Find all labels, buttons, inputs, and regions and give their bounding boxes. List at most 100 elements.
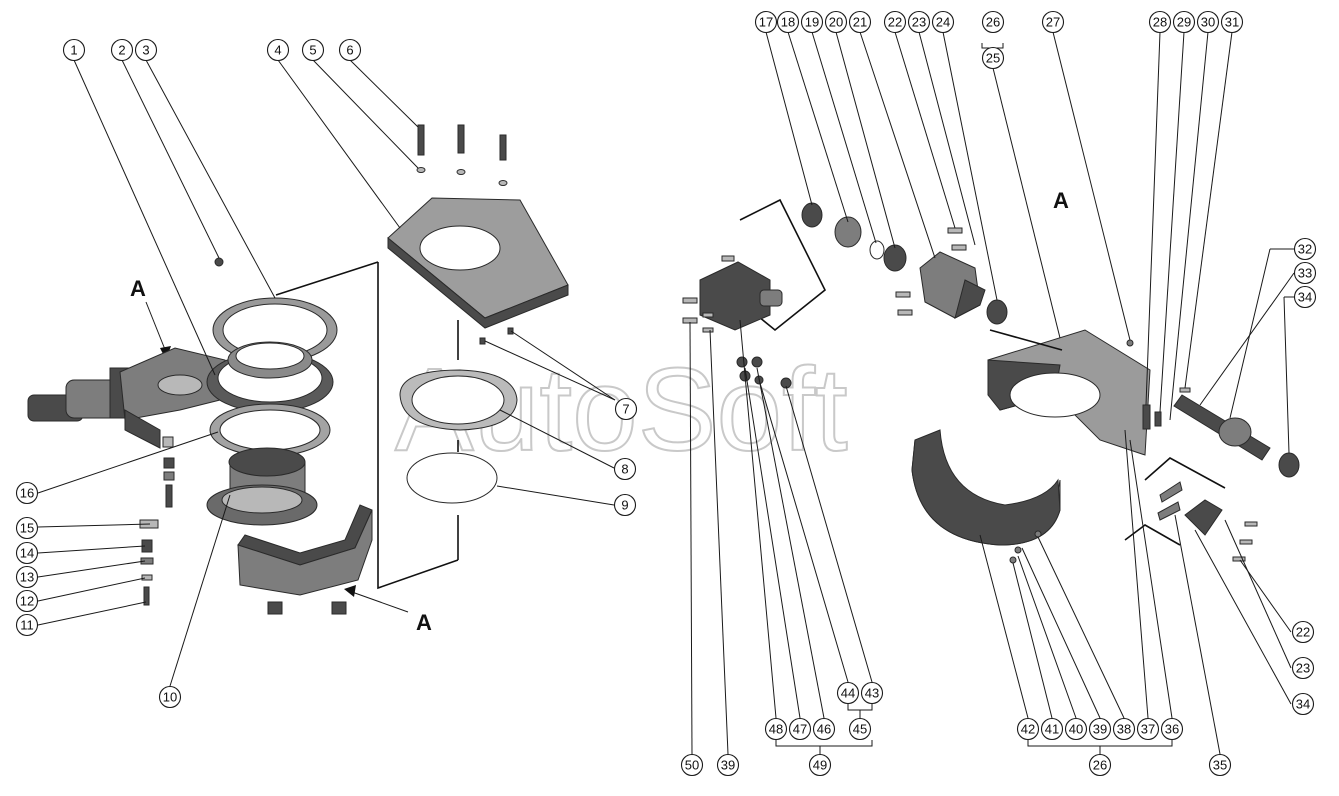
leader-lines	[37, 31, 1295, 755]
svg-text:35: 35	[1213, 758, 1227, 773]
callout-26: 26	[981, 10, 1005, 34]
callout-23-bottom: 23	[1291, 656, 1315, 680]
svg-text:22: 22	[1296, 625, 1310, 640]
svg-text:28: 28	[1153, 15, 1167, 30]
callout-27: 27	[1041, 10, 1065, 34]
callout-15: 15	[15, 516, 39, 540]
callout-39: 39	[1088, 717, 1112, 741]
svg-text:39: 39	[721, 758, 735, 773]
svg-text:2: 2	[118, 43, 125, 58]
svg-text:44: 44	[841, 686, 855, 701]
callout-5: 5	[301, 38, 325, 62]
callout-22: 22	[883, 10, 907, 34]
svg-text:41: 41	[1045, 722, 1059, 737]
svg-text:9: 9	[621, 498, 628, 513]
svg-text:15: 15	[20, 521, 34, 536]
callout-37: 37	[1136, 717, 1160, 741]
svg-text:8: 8	[621, 462, 628, 477]
svg-text:1: 1	[70, 43, 77, 58]
svg-text:11: 11	[20, 618, 34, 633]
svg-text:27: 27	[1046, 15, 1060, 30]
callout-8: 8	[613, 457, 637, 481]
svg-text:23: 23	[1296, 661, 1310, 676]
callout-9: 9	[613, 493, 637, 517]
svg-text:34: 34	[1298, 290, 1312, 305]
svg-text:16: 16	[20, 486, 34, 501]
callout-38: 38	[1112, 717, 1136, 741]
callout-11: 11	[15, 613, 39, 637]
svg-text:38: 38	[1117, 722, 1131, 737]
callout-46: 46	[812, 717, 836, 741]
callout-34: 34	[1293, 285, 1317, 309]
svg-text:26: 26	[986, 15, 1000, 30]
callout-19: 19	[800, 10, 824, 34]
callout-13: 13	[15, 565, 39, 589]
callout-23: 23	[907, 10, 931, 34]
svg-text:49: 49	[813, 758, 827, 773]
svg-text:25: 25	[986, 51, 1000, 66]
svg-text:20: 20	[829, 15, 843, 30]
callout-31: 31	[1220, 10, 1244, 34]
svg-text:17: 17	[759, 15, 773, 30]
svg-text:22: 22	[888, 15, 902, 30]
callout-32: 32	[1293, 237, 1317, 261]
callout-34-bottom: 34	[1291, 692, 1315, 716]
callout-10: 10	[158, 685, 182, 709]
callout-45: 45	[848, 717, 872, 741]
callout-22-bottom: 22	[1291, 620, 1315, 644]
svg-text:34: 34	[1296, 697, 1310, 712]
svg-text:13: 13	[20, 570, 34, 585]
svg-text:32: 32	[1298, 242, 1312, 257]
svg-text:37: 37	[1141, 722, 1155, 737]
svg-text:4: 4	[274, 43, 281, 58]
svg-text:30: 30	[1201, 15, 1215, 30]
callout-21: 21	[848, 10, 872, 34]
callout-33: 33	[1293, 261, 1317, 285]
svg-text:14: 14	[20, 546, 34, 561]
view-label-bottom: A	[416, 610, 432, 635]
callout-42: 42	[1016, 717, 1040, 741]
callout-36: 36	[1160, 717, 1184, 741]
svg-text:19: 19	[805, 15, 819, 30]
svg-text:7: 7	[622, 402, 629, 417]
svg-text:43: 43	[865, 686, 879, 701]
svg-text:12: 12	[20, 594, 34, 609]
callout-40: 40	[1064, 717, 1088, 741]
callout-2: 2	[110, 38, 134, 62]
svg-text:3: 3	[142, 43, 149, 58]
callout-6: 6	[338, 38, 362, 62]
callout-35: 35	[1208, 753, 1232, 777]
slewing-ring	[206, 297, 338, 413]
callout-4: 4	[266, 38, 290, 62]
callout-20: 20	[824, 10, 848, 34]
svg-text:39: 39	[1093, 722, 1107, 737]
callouts: 1 2 3 4 5 6 7 8 9 10 11 12 13 14 15 16 1…	[15, 10, 1317, 777]
drive-motor-housing	[27, 347, 241, 449]
callout-1: 1	[62, 38, 86, 62]
svg-text:5: 5	[309, 43, 316, 58]
svg-text:47: 47	[793, 722, 807, 737]
callout-49: 49	[808, 753, 832, 777]
callout-47: 47	[788, 717, 812, 741]
svg-text:23: 23	[912, 15, 926, 30]
svg-text:33: 33	[1298, 266, 1312, 281]
callout-18: 18	[776, 10, 800, 34]
callout-16: 16	[15, 481, 39, 505]
svg-text:18: 18	[781, 15, 795, 30]
svg-text:42: 42	[1021, 722, 1035, 737]
callout-14: 14	[15, 541, 39, 565]
svg-text:29: 29	[1177, 15, 1191, 30]
view-label-left: A	[130, 276, 146, 301]
callout-7: 7	[614, 397, 638, 421]
svg-text:10: 10	[163, 690, 177, 705]
svg-text:24: 24	[936, 15, 950, 30]
svg-text:50: 50	[685, 758, 699, 773]
svg-text:6: 6	[346, 43, 353, 58]
right-assembly	[682, 198, 1300, 564]
left-assembly	[27, 124, 569, 615]
callout-41: 41	[1040, 717, 1064, 741]
callout-44: 44	[836, 681, 860, 705]
callout-28: 28	[1148, 10, 1172, 34]
callout-24: 24	[931, 10, 955, 34]
